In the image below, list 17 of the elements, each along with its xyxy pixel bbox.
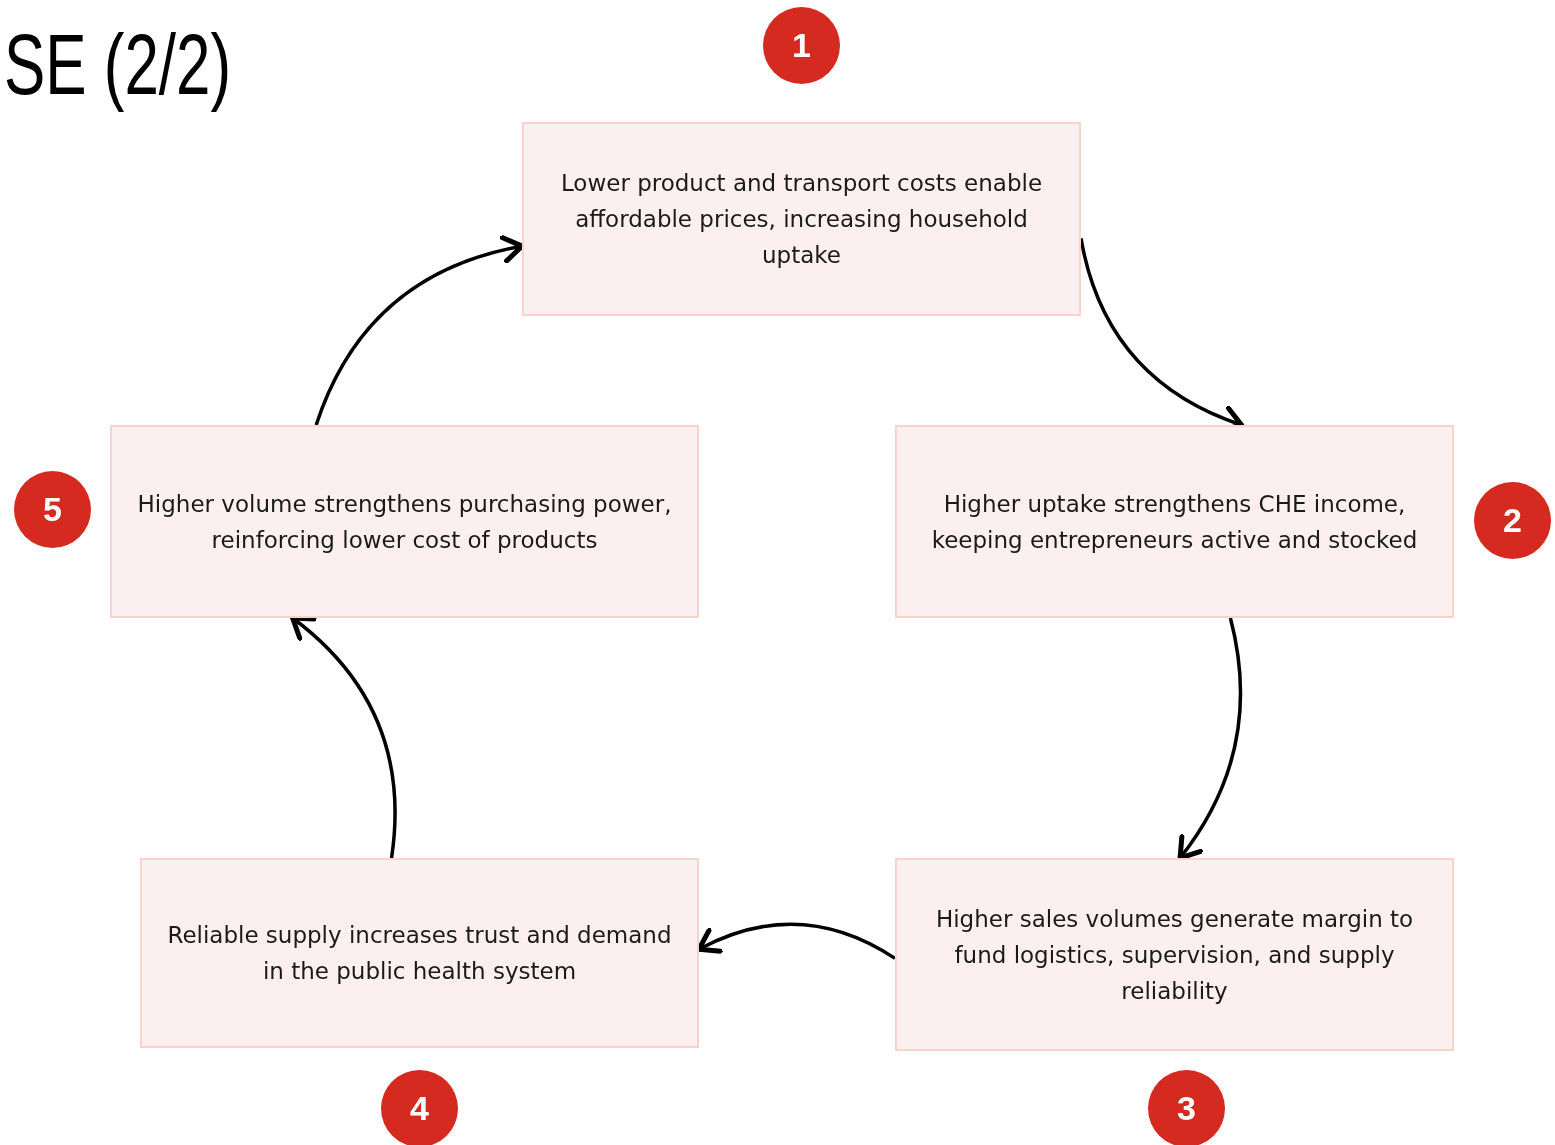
box-text: Higher sales volumes generate margin to fund logistics, supervision, and supply reliability — [934, 904, 1415, 1006]
box-text: Lower product and transport costs enable affordable prices, increasing household uptake — [559, 169, 1044, 270]
number-badge: 1 — [763, 7, 840, 84]
number-badge: 4 — [381, 1070, 458, 1145]
process-box — [110, 425, 699, 618]
process-box — [895, 425, 1454, 618]
box-text: Higher volume strengthens purchasing power, reinforcing lower cost of products — [136, 489, 673, 555]
number-badge: 5 — [14, 471, 91, 548]
curved-arrow — [1177, 617, 1243, 861]
box-text: Higher uptake strengthens CHE income, keeping entrepreneurs active and stocked — [930, 489, 1419, 555]
process-box — [140, 858, 699, 1048]
process-box — [895, 858, 1454, 1051]
slide-title: SE (2/2) — [4, 15, 232, 114]
process-box — [522, 122, 1081, 316]
box-text: Reliable supply increases trust and demand in the public health system — [166, 921, 673, 986]
number-badge: 2 — [1474, 482, 1551, 559]
number-badge: 3 — [1148, 1070, 1225, 1145]
